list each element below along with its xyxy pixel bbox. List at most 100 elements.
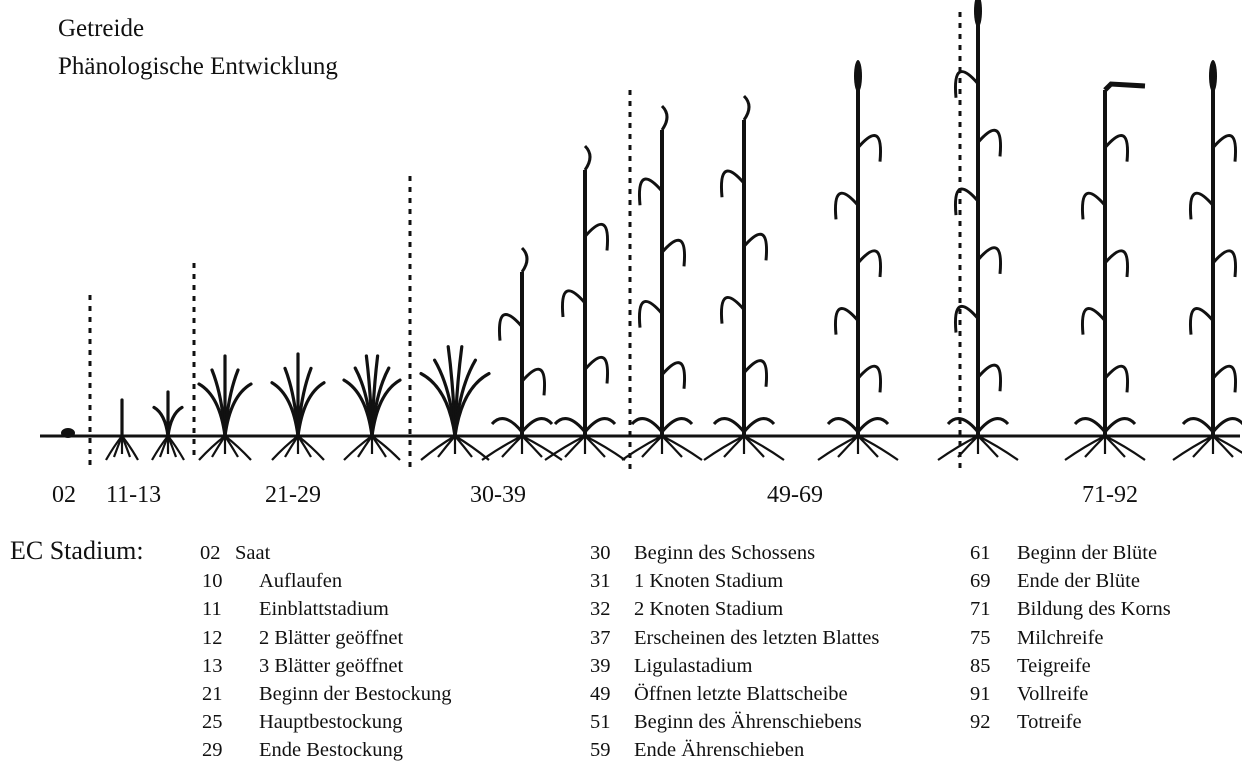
legend-row: 51 Beginn des Ährenschiebens [590,708,879,736]
ec-code: 29 [202,739,223,762]
ec-code: 02 [200,542,221,564]
stem-leaf [833,307,860,335]
ec-code: 51 [590,711,611,734]
flag-leaf [583,144,592,171]
basal-leaf [856,417,890,433]
legend-row: 29 Ende Bestockung [200,736,451,764]
ec-description: Einblattstadium [259,598,389,621]
root [621,435,663,461]
ec-description: 2 Blätter geöffnet [259,626,404,649]
ec-code: 49 [590,683,611,706]
root [817,435,859,461]
root [584,435,626,461]
ec-code: 71 [970,598,991,621]
ec-description: Öffnen letzte Blattscheibe [634,683,848,706]
stem-leaf [953,305,980,333]
ec-description: Saat [235,542,271,564]
root [521,435,543,458]
ec-code: 37 [590,626,611,649]
ec-description: Milchreife [1017,626,1104,649]
ec-description: 1 Knoten Stadium [634,570,784,593]
flag-leaf [742,94,751,121]
stem-leaf [856,364,883,393]
leaf [223,382,253,438]
legend-heading: EC Stadium: [10,536,144,565]
ear [1103,81,1146,92]
legend-row: 37 Erscheinen des letzten Blattes [590,624,879,652]
ec-description: Hauptbestockung [259,711,403,734]
root [723,435,745,458]
stage-group-label: 49-69 [767,482,823,508]
root [977,435,1019,461]
stem-leaf [856,134,883,162]
plant [481,246,563,461]
ec-code: 25 [202,711,223,734]
stem-leaf [1103,364,1130,393]
root [564,435,586,458]
root [703,435,745,461]
root [1064,435,1106,461]
basal-leaf [630,417,664,433]
ec-description: 2 Knoten Stadium [634,598,784,621]
leaf [453,372,491,438]
plant [937,0,1019,461]
plant [419,345,491,461]
root [661,435,703,461]
diagram-subtitle: Phänologische Entwicklung [58,53,338,80]
ec-description: Vollreife [1017,683,1089,706]
stem-leaf [1211,249,1238,278]
basal-leaf [1103,417,1137,433]
ec-description: Beginn der Bestockung [259,683,452,706]
ec-description: Beginn des Ährenschiebens [634,711,862,734]
basal-leaf [976,417,1010,433]
basal-leaf [712,417,746,433]
ec-description: Erscheinen des letzten Blattes [634,626,880,649]
stem-leaf [976,246,1003,274]
root [224,435,252,461]
stem-leaf [1080,191,1107,220]
plant [342,354,402,461]
stem-leaf [583,355,610,384]
ec-code: 75 [970,626,991,649]
stem-leaf [520,367,547,396]
stem-leaf [1103,249,1130,278]
basal-leaf [1211,417,1242,433]
root [167,435,185,461]
leaf [370,378,402,438]
ec-description: Ende Bestockung [259,739,404,762]
root [1104,435,1126,458]
root [121,435,139,461]
flag-leaf [520,246,529,273]
stem-leaf [1080,307,1107,335]
legend-row: 25 Hauptbestockung [200,708,451,736]
plant [1064,81,1146,461]
plant [105,398,139,461]
legend-row: 49 Öffnen letzte Blattscheibe [590,680,879,708]
legend-row: 75 Milchreife [970,624,1171,652]
root [357,435,373,458]
stem-leaf [976,363,1003,392]
ec-description: Bildung des Korns [1017,598,1171,621]
root [1212,435,1242,454]
ec-code: 11 [202,598,222,621]
ec-code: 12 [202,626,223,649]
root [1172,435,1214,461]
root [837,435,859,458]
basal-leaf [1181,417,1215,433]
root [297,435,325,461]
ec-code: 13 [202,654,223,677]
ec-description: Totreife [1017,711,1082,734]
ec-code: 21 [202,683,223,706]
basal-leaf [660,417,694,433]
stem-leaf [1211,134,1238,162]
